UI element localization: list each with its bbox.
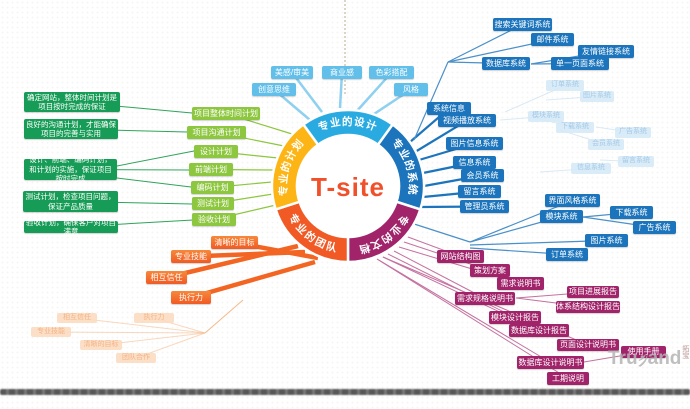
node-team-0: 清晰的目标 [211,236,258,249]
node-system-14: 下载系统 [610,206,653,219]
node-plan-1: 项目沟通计划 [187,126,246,139]
node-plan-0: 项目整体时间计划 [192,107,260,120]
node-faded_team-3: 清晰的目标 [80,340,122,350]
node-system-0: 搜索关键词系统 [493,18,552,31]
watermark-figure-icon [637,353,647,367]
node-plan-2: 设计计划 [194,145,238,158]
node-docs-4: 项目进展报告 [567,286,619,298]
node-plan_desc-2: 设计、前端、编码计划，和计划的实施，保证项目按时完成 [24,155,117,183]
node-design-0: 美感/审美 [271,66,313,79]
node-system-2: 友情链接系统 [578,45,634,58]
node-team-2: 相互信任 [146,271,187,284]
node-plan_desc-4: 验收计划，确保客户对项目满意 [24,217,118,236]
node-docs-8: 页面设计说明书 [557,339,619,351]
node-system-17: 订单系统 [546,248,588,261]
node-system-4: 单一页面系统 [551,57,609,70]
node-docs-0: 网站结构图 [437,250,484,263]
node-plan-4: 编码计划 [191,181,234,194]
node-design-4: 风格 [394,83,428,96]
node-faded_system-7: 信息系统 [571,163,611,174]
node-docs-9: 数据库设计说明书 [517,356,584,369]
node-system-15: 广告系统 [633,221,676,234]
node-design-2: 色彩搭配 [369,66,414,79]
node-faded_system-0: 订单系统 [546,80,584,91]
node-faded_team-2: 专业技能 [31,327,71,337]
node-plan_desc-1: 良好的沟通计划，才能确保项目的完善与实用 [24,119,118,139]
page-edge-shadow [0,389,690,395]
node-faded_system-1: 图片系统 [580,91,614,102]
node-plan-5: 测试计划 [192,197,234,210]
node-faded_team-1: 执行力 [134,313,174,323]
ring-label-0: 专业的设计 [316,115,380,134]
node-system-5: 系统信息 [427,102,471,115]
watermark-text-right: and [647,348,682,369]
node-system-13: 模块系统 [540,210,583,223]
center-title: T-site [311,171,385,202]
node-docs-5: 体系结构设计报告 [556,301,620,313]
node-plan_desc-0: 确定网站，整体时间计划是项目按时完成的保证 [24,92,120,112]
node-docs-11: 使用手册 [621,346,666,358]
node-system-6: 视频播放系统 [438,114,496,127]
node-system-11: 管理员系统 [460,200,509,213]
node-system-7: 图片信息系统 [446,137,503,150]
node-system-9: 会员系统 [461,169,504,182]
node-system-16: 图片系统 [585,234,628,247]
center-circle [297,135,399,237]
node-plan-3: 前端计划 [189,163,233,176]
top-dotted-guide [344,0,346,94]
node-docs-7: 数据库设计报告 [509,324,569,337]
node-docs-2: 需求说明书 [497,277,544,290]
node-system-8: 信息系统 [453,156,496,169]
node-faded_system-6: 留言系统 [618,156,654,167]
node-docs-1: 策划方案 [470,264,510,277]
node-docs-6: 模块设计报告 [489,311,541,324]
node-plan_desc-3: 测试计划，检查项目问题，保证产品质量 [23,191,118,212]
node-team-3: 执行力 [171,291,211,304]
node-faded_system-4: 广告系统 [615,127,651,138]
node-docs-10: 工期说明 [547,372,589,385]
node-plan-6: 验收计划 [192,213,236,226]
node-faded_team-0: 相互信任 [57,313,97,323]
node-design-3: 创意思维 [252,83,296,96]
node-faded_system-3: 下载系统 [556,122,594,133]
node-system-1: 邮件系统 [531,33,574,46]
node-team-1: 专业技能 [171,250,211,263]
node-system-10: 留言系统 [458,185,501,198]
node-docs-3: 需求规格说明书 [455,292,515,305]
node-faded_system-5: 会员系统 [588,139,624,150]
node-faded_system-2: 模块系统 [528,111,564,122]
watermark-logo: Tru and 拓宝 [608,346,690,370]
watermark-text-left: Tru [608,348,638,369]
node-faded_team-4: 团队合作 [116,353,156,363]
node-system-3: 数据库系统 [482,57,530,70]
node-design-1: 商业感 [322,66,362,79]
node-system-12: 界面风格系统 [545,194,600,207]
watermark-sub-text: 拓宝 [682,346,690,360]
